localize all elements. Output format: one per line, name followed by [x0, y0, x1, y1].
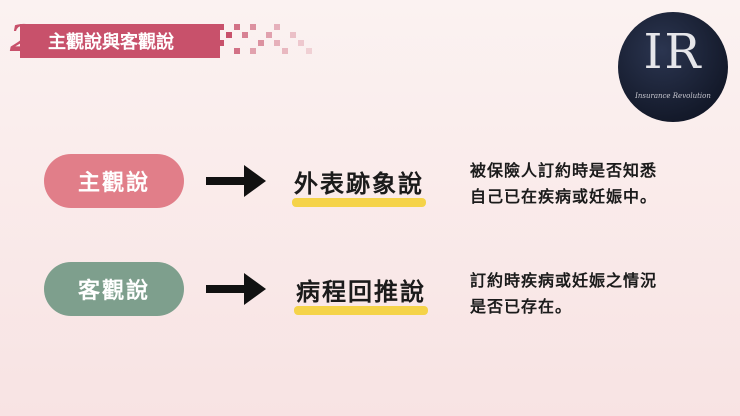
desc-line: 訂約時疾病或妊娠之情況: [470, 271, 658, 290]
desc-line: 自己已在疾病或妊娠中。: [470, 187, 658, 206]
appearance-theory-text: 外表跡象說: [294, 170, 424, 198]
section-title-banner: 主觀說與客觀說: [20, 24, 220, 58]
objective-description: 訂約時疾病或妊娠之情況 是否已存在。: [470, 268, 657, 320]
arrow-right-icon: [206, 165, 266, 197]
logo-subtitle: Insurance Revolution: [635, 92, 711, 100]
objective-label: 客觀說: [44, 262, 184, 316]
pixel-decoration: [218, 24, 312, 54]
brand-logo: IR Insurance Revolution: [618, 12, 728, 122]
highlight-bar: [292, 198, 426, 207]
highlight-bar: [294, 306, 428, 315]
appearance-theory: 外表跡象說: [292, 164, 426, 207]
arrow-right-icon: [206, 273, 266, 305]
disease-course-theory-text: 病程回推說: [296, 278, 426, 306]
desc-line: 被保險人訂約時是否知悉: [470, 161, 658, 180]
subjective-label: 主觀說: [44, 154, 184, 208]
section-title: 主觀說與客觀說: [48, 32, 174, 53]
subjective-description: 被保險人訂約時是否知悉 自己已在疾病或妊娠中。: [470, 158, 657, 210]
disease-course-theory: 病程回推說: [294, 272, 428, 315]
logo-mark: IR: [643, 24, 703, 80]
desc-line: 是否已存在。: [470, 297, 573, 316]
